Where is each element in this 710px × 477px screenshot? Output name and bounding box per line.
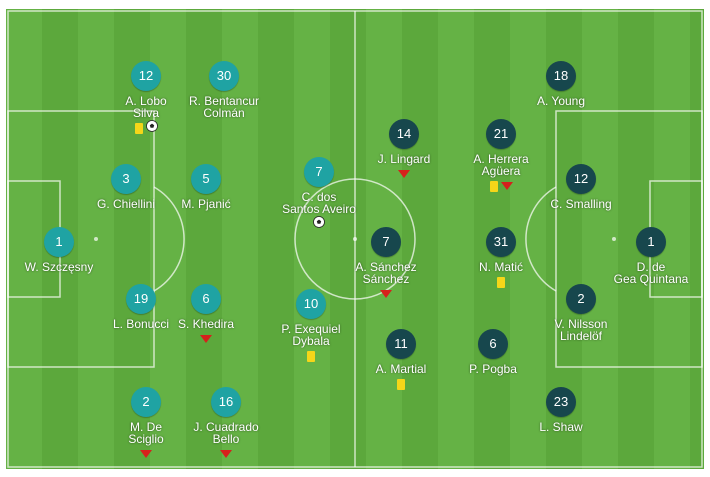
player-name: A. Lobo Silva [125, 94, 167, 120]
yellow-card-icon [397, 378, 405, 390]
player-card[interactable]: 6 S. Khedira [146, 284, 266, 346]
player-number: 11 [386, 329, 416, 359]
player-name: D. de Gea Quintana [613, 260, 689, 286]
player-number: 31 [486, 227, 516, 257]
player-number: 6 [191, 284, 221, 314]
player-number: 30 [209, 61, 239, 91]
yellow-card-icon [307, 350, 315, 362]
substitution-off-icon [200, 335, 212, 343]
player-number: 18 [546, 61, 576, 91]
player-number: 1 [636, 227, 666, 257]
player-name: L. Bonucci [112, 317, 170, 331]
player-event-icons [86, 119, 206, 137]
player-card[interactable]: 7 A. Sánchez Sánchez [326, 227, 446, 301]
player-name: M. De Sciglio [128, 420, 164, 446]
player-name: J. Lingard [377, 152, 431, 166]
player-card[interactable]: 2 M. De Sciglio [86, 387, 206, 461]
player-number: 12 [566, 164, 596, 194]
player-number: 10 [296, 289, 326, 319]
player-event-icons [166, 447, 286, 461]
player-card[interactable]: 1 W. Szczęsny [6, 227, 119, 273]
player-name: N. Matić [478, 260, 523, 274]
player-number: 2 [566, 284, 596, 314]
player-name: P. Pogba [469, 362, 517, 376]
player-event-icons [259, 215, 379, 233]
player-number: 16 [211, 387, 241, 417]
player-event-icons [341, 377, 461, 391]
player-card[interactable]: 12 C. Smalling [521, 164, 641, 210]
player-name: C. Smalling [550, 197, 612, 211]
player-name: J. Cuadrado Bello [193, 420, 259, 446]
player-card[interactable]: 11 A. Martial [341, 329, 461, 391]
player-card[interactable]: 6 P. Pogba [433, 329, 553, 375]
substitution-off-icon [380, 290, 392, 298]
player-number: 1 [44, 227, 74, 257]
player-name: A. Martial [375, 362, 427, 376]
center-spot [353, 237, 357, 241]
player-number: 5 [191, 164, 221, 194]
player-name: L. Shaw [539, 420, 583, 434]
player-event-icons [326, 287, 446, 301]
substitution-off-icon [398, 170, 410, 178]
player-name: R. Bentancur Colmán [188, 94, 260, 120]
player-card[interactable]: 1 D. de Gea Quintana [591, 227, 704, 285]
player-name: A. Herrera Agüera [473, 152, 529, 178]
right-penalty-arc [525, 186, 557, 292]
substitution-off-icon [140, 450, 152, 458]
player-event-icons [441, 179, 561, 193]
player-card[interactable]: 30 R. Bentancur Colmán [164, 61, 284, 119]
player-name: S. Khedira [177, 317, 235, 331]
player-card[interactable]: 19 L. Bonucci [81, 284, 201, 330]
center-circle [294, 178, 416, 300]
player-event-icons [146, 332, 266, 346]
player-number: 7 [371, 227, 401, 257]
player-name: W. Szczęsny [24, 260, 94, 274]
player-card[interactable]: 12 A. Lobo Silva [86, 61, 206, 135]
player-number: 23 [546, 387, 576, 417]
goal-ball-icon [145, 119, 158, 137]
player-event-icons [86, 447, 206, 461]
yellow-card-icon [489, 180, 498, 192]
yellow-card-icon [134, 122, 143, 134]
substitution-off-icon [220, 450, 232, 458]
player-number: 12 [131, 61, 161, 91]
right-penalty-spot [612, 237, 616, 241]
player-name: G. Chiellini [96, 197, 156, 211]
player-card[interactable]: 5 M. Pjanić [146, 164, 266, 210]
yellow-card-icon [497, 276, 505, 288]
goal-ball-icon [313, 215, 325, 233]
player-event-icons [251, 349, 371, 363]
player-name: M. Pjanić [181, 197, 231, 211]
left-penalty-spot [94, 237, 98, 241]
player-card[interactable]: 10 P. Exequiel Dybala [251, 289, 371, 363]
player-number: 2 [131, 387, 161, 417]
player-number: 21 [486, 119, 516, 149]
player-name: C. dos Santos Aveiro [282, 190, 356, 216]
player-event-icons [441, 275, 561, 289]
player-number: 6 [478, 329, 508, 359]
player-card[interactable]: 16 J. Cuadrado Bello [166, 387, 286, 461]
player-name: A. Young [536, 94, 586, 108]
player-event-icons [344, 167, 464, 181]
player-card[interactable]: 3 G. Chiellini [66, 164, 186, 210]
player-number: 3 [111, 164, 141, 194]
substitution-off-icon [500, 182, 513, 190]
player-number: 14 [389, 119, 419, 149]
player-card[interactable]: 21 A. Herrera Agüera [441, 119, 561, 193]
player-card[interactable]: 31 N. Matić [441, 227, 561, 289]
player-name: P. Exequiel Dybala [281, 322, 341, 348]
player-number: 19 [126, 284, 156, 314]
left-penalty-arc [153, 186, 185, 292]
player-card[interactable]: 7 C. dos Santos Aveiro [259, 157, 379, 231]
player-card[interactable]: 23 L. Shaw [501, 387, 621, 433]
pitch-markings [7, 10, 703, 468]
player-card[interactable]: 14 J. Lingard [344, 119, 464, 181]
player-card[interactable]: 18 A. Young [501, 61, 621, 107]
player-number: 7 [304, 157, 334, 187]
player-name: V. Nilsson Lindelöf [554, 317, 608, 343]
player-name: A. Sánchez Sánchez [355, 260, 417, 286]
player-card[interactable]: 2 V. Nilsson Lindelöf [521, 284, 641, 342]
